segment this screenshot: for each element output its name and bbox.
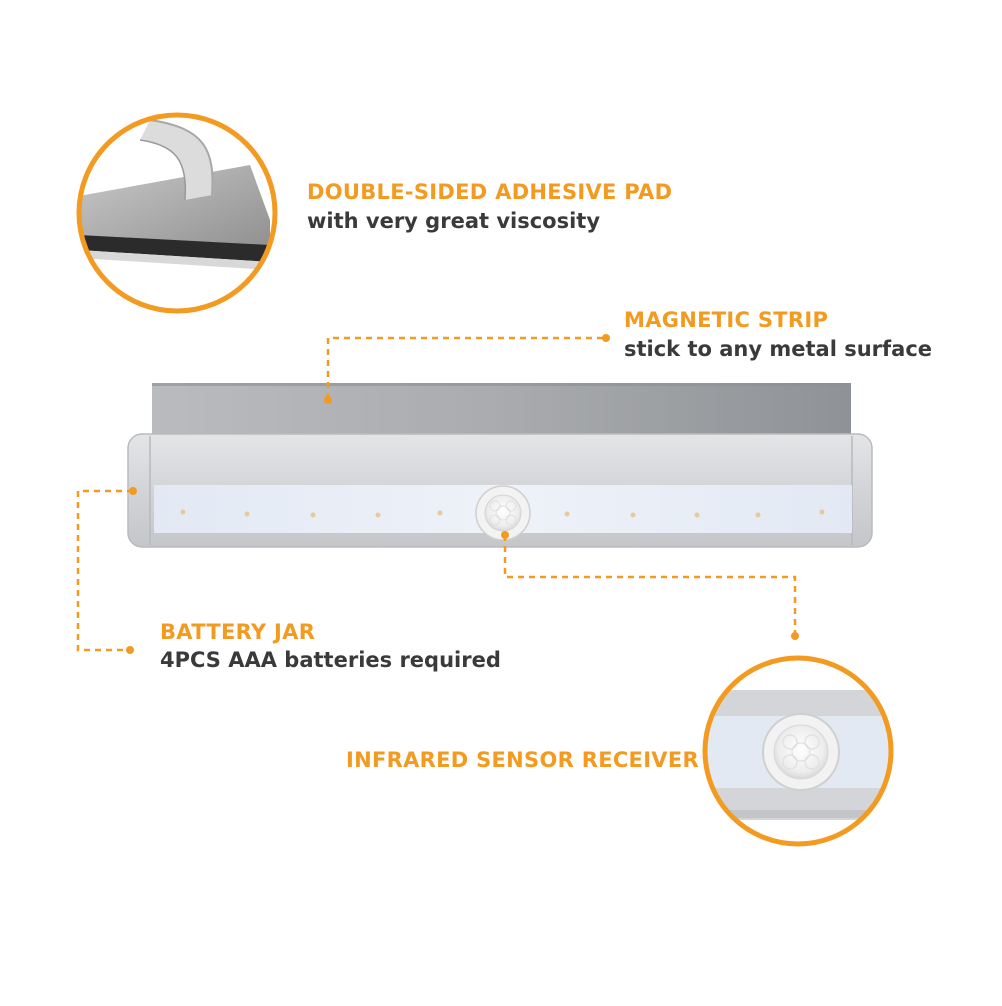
battery-title: BATTERY JAR [160,620,316,644]
magnetic-title: MAGNETIC STRIP [624,308,829,332]
magnetic-connector [326,336,603,398]
adhesive-subtitle: with very great viscosity [307,209,601,233]
adhesive-title: DOUBLE-SIDED ADHESIVE PAD [307,180,673,204]
battery-subtitle: 4PCS AAA batteries required [160,648,501,672]
callout-lines [76,336,797,652]
led-dots [180,509,825,518]
light-housing [127,433,873,548]
battery-connector [76,489,133,652]
magnetic-subtitle: stick to any metal surface [624,337,933,361]
pir-sensor [475,485,531,541]
sensor-zoom [702,655,894,847]
adhesive-pad-zoom [76,112,278,314]
sensor-title: INFRARED SENSOR RECEIVER [346,748,699,772]
sensor-connector [503,535,797,633]
connector-dots [126,334,799,654]
